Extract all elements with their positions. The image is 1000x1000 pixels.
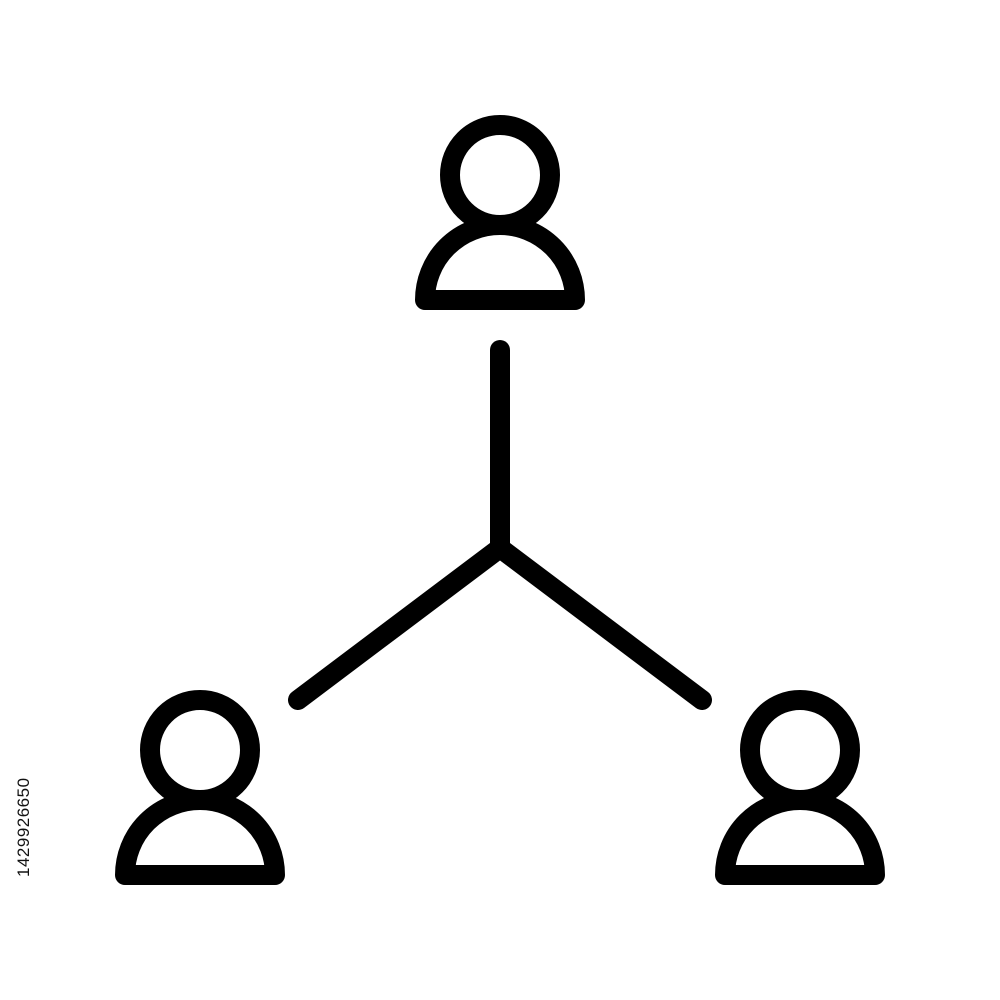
connector-right: [490, 538, 712, 710]
person-body: [415, 215, 585, 310]
person-body: [715, 790, 885, 885]
person-head: [140, 690, 260, 810]
connector-left: [288, 538, 510, 710]
person-icon-top: [415, 115, 585, 310]
person-icon-right: [715, 690, 885, 885]
person-head: [440, 115, 560, 235]
person-head: [740, 690, 860, 810]
stock-image-id: 1429926650: [14, 777, 33, 877]
connector-lines: [288, 340, 712, 710]
person-icon-left: [115, 690, 285, 885]
person-body: [115, 790, 285, 885]
